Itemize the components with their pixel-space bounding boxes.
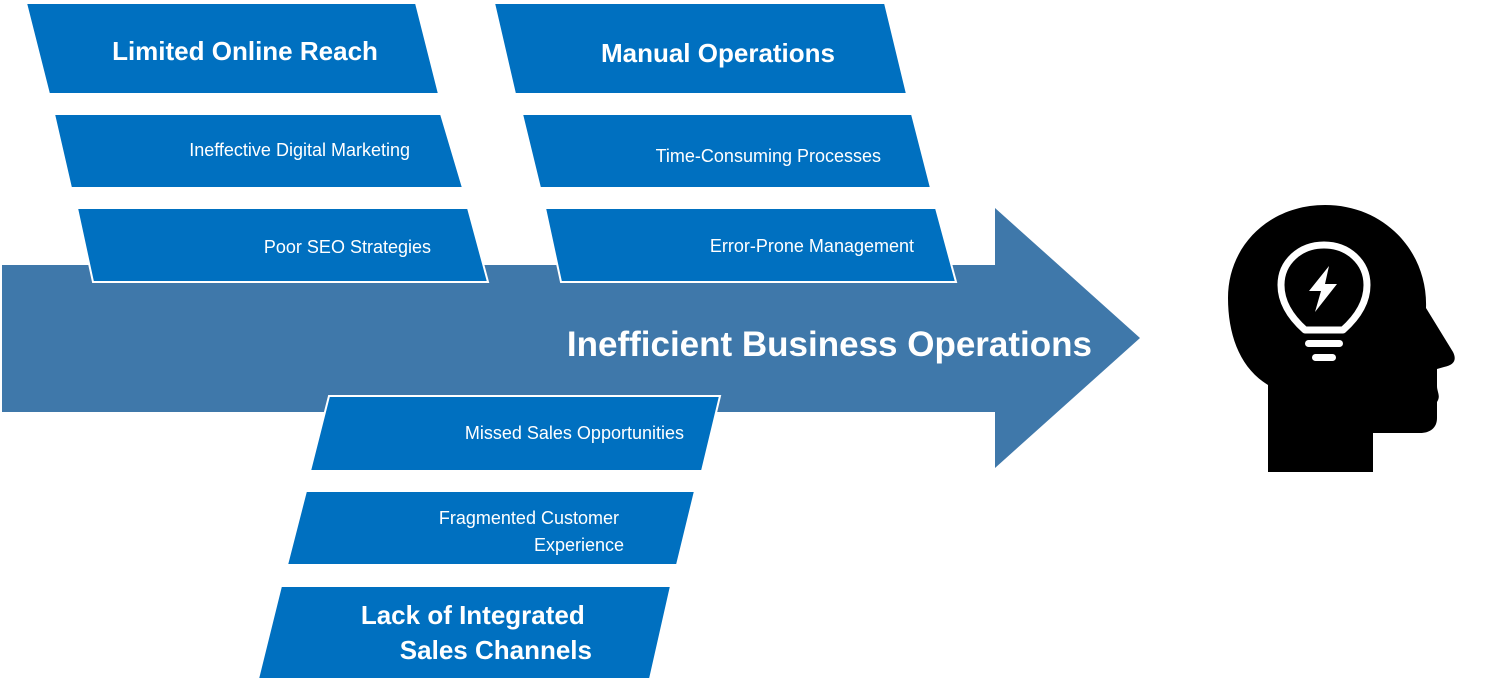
bulb-base-top bbox=[1305, 340, 1343, 347]
cause-label-line-2: Experience bbox=[534, 535, 624, 555]
cause-box-time-consuming-processes bbox=[520, 113, 933, 189]
lightning-bolt-icon bbox=[1309, 266, 1337, 312]
cause-box-poor-seo-strategies bbox=[75, 207, 490, 283]
bulb-outline bbox=[1277, 241, 1371, 334]
cause-label-line-1: Fragmented Customer bbox=[439, 508, 619, 528]
cause-label-time-consuming-processes: Time-Consuming Processes bbox=[656, 146, 881, 166]
category-title-line-1: Lack of Integrated bbox=[361, 600, 585, 630]
head-lightbulb-icon bbox=[1228, 205, 1455, 472]
category-title-limited-online-reach: Limited Online Reach bbox=[112, 36, 378, 66]
cause-label-fragmented-customer-experience: Fragmented Customer Experience bbox=[439, 508, 624, 555]
cause-box-missed-sales-opportunities bbox=[308, 395, 722, 472]
cause-box-ineffective-digital-marketing bbox=[52, 113, 465, 189]
cause-label-error-prone-management: Error-Prone Management bbox=[710, 236, 914, 256]
effect-label: Inefficient Business Operations bbox=[567, 325, 1092, 364]
cause-label-missed-sales-opportunities: Missed Sales Opportunities bbox=[465, 423, 684, 443]
cause-box-error-prone-management bbox=[543, 207, 958, 283]
category-box-lack-of-integrated-sales-channels bbox=[256, 585, 673, 680]
cause-box-fragmented-customer-experience bbox=[285, 490, 697, 566]
category-title-lack-of-integrated-sales-channels: Lack of Integrated Sales Channels bbox=[361, 600, 592, 665]
category-title-line-2: Sales Channels bbox=[400, 635, 592, 665]
lightbulb-icon bbox=[1277, 241, 1371, 361]
bulb-base-bottom bbox=[1312, 354, 1336, 361]
category-box-manual-operations bbox=[492, 2, 909, 95]
cause-label-ineffective-digital-marketing: Ineffective Digital Marketing bbox=[189, 140, 410, 160]
cause-label-poor-seo-strategies: Poor SEO Strategies bbox=[264, 237, 431, 257]
category-box-limited-online-reach bbox=[24, 2, 441, 95]
category-title-manual-operations: Manual Operations bbox=[601, 38, 835, 68]
